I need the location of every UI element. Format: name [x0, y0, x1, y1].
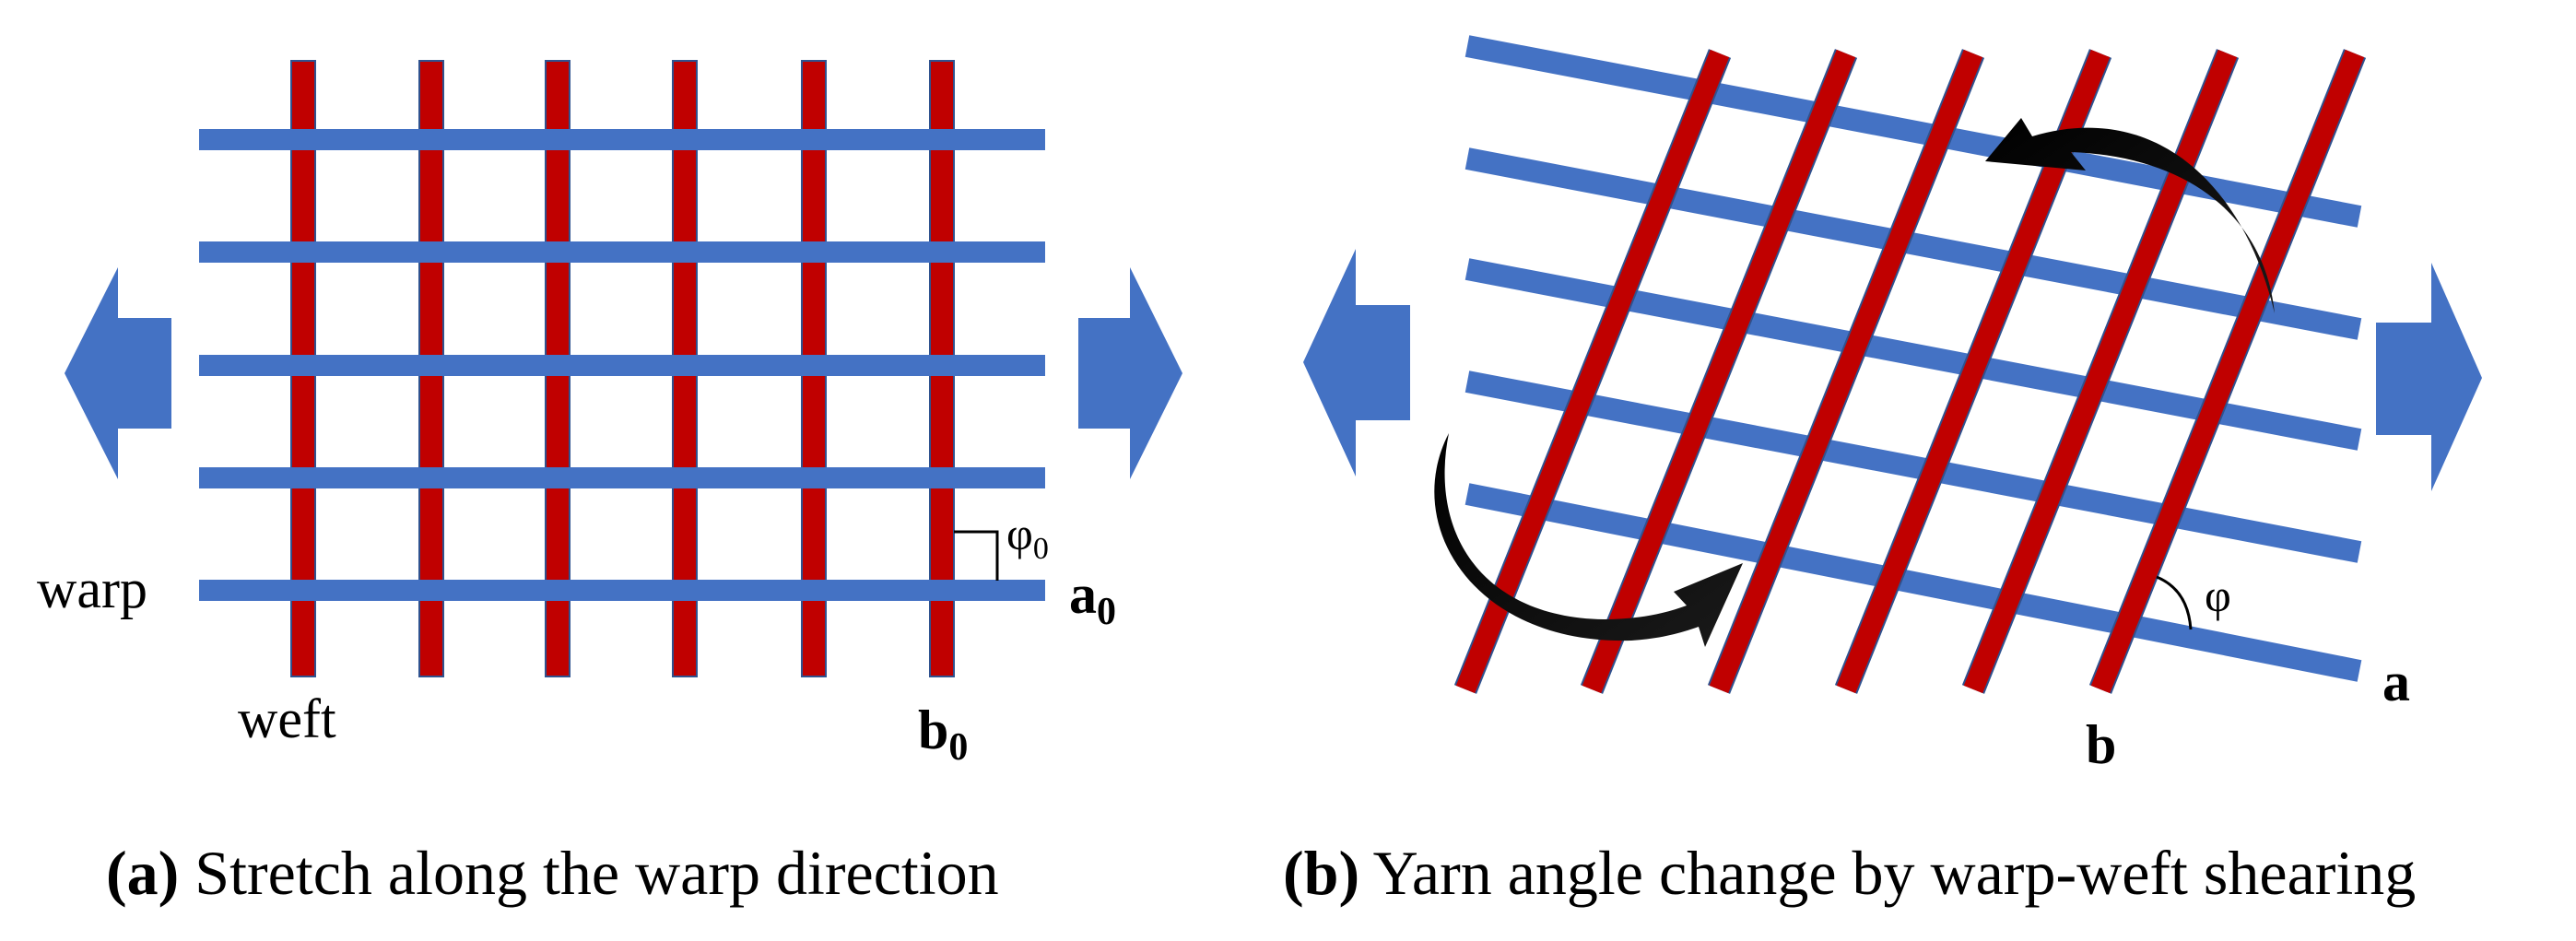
left-arrow-icon — [65, 267, 171, 479]
weft-yarn — [1709, 49, 1983, 694]
a-label: a — [2382, 652, 2410, 712]
warp-yarn — [1464, 483, 2362, 682]
left-arrow-icon — [1303, 249, 1410, 476]
weft-yarn — [1582, 49, 1856, 694]
phi0-label: φ0 — [1006, 508, 1049, 566]
curved-arrow-icon — [1985, 118, 2275, 313]
warp-yarn — [199, 129, 1045, 150]
b-label: b — [2086, 714, 2116, 775]
curved-arrow-icon — [1434, 433, 1743, 647]
right-arrow-icon — [1078, 267, 1182, 479]
warp-yarn — [199, 241, 1045, 263]
warp-label: warp — [37, 559, 147, 619]
weft-yarn — [2090, 49, 2365, 694]
b0-label: b0 — [918, 700, 968, 769]
caption-b: (b) Yarn angle change by warp-weft shear… — [1283, 838, 2416, 908]
angle-arc — [2156, 575, 2193, 630]
warp-yarn — [199, 355, 1045, 376]
right-angle-marker — [954, 530, 999, 581]
a0-label: a0 — [1069, 564, 1116, 633]
warp-yarn — [1464, 371, 2362, 563]
warp-yarn — [199, 580, 1045, 601]
warp-yarns-a — [199, 129, 1045, 601]
weft-label: weft — [238, 688, 336, 749]
warp-yarn — [199, 467, 1045, 488]
weft-yarn — [1455, 49, 1730, 694]
phi-label: φ — [2205, 570, 2231, 621]
caption-a: (a) Stretch along the warp direction — [106, 838, 999, 908]
warp-yarn — [1464, 147, 2362, 340]
weft-yarn — [1963, 49, 2238, 694]
panel-a-stretch-diagram: φ0 warp weft a0 b0 (a) Stretch along the… — [37, 60, 1182, 908]
panel-b-shear-diagram: φ a b (b) Yarn angle change by warp-weft… — [1283, 35, 2482, 908]
right-arrow-icon — [2376, 263, 2482, 491]
